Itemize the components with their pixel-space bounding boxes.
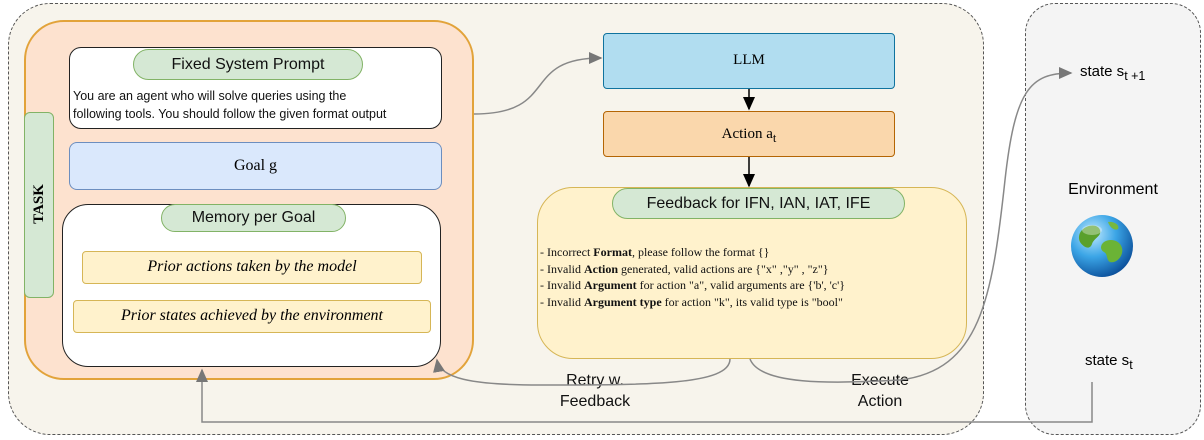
llm-box: LLM [603,33,895,89]
globe-icon [1071,215,1133,277]
memory-item-states: Prior states achieved by the environment [73,300,431,333]
feedback-line: - Invalid Action generated, valid action… [540,261,829,276]
memory-title: Memory per Goal [161,204,346,232]
prompt-to-llm-arrow [473,52,603,115]
next-state-label: state st +1 [1080,63,1146,83]
system-prompt-title: Fixed System Prompt [133,49,363,80]
memory-item-actions: Prior actions taken by the model [82,251,422,284]
task-tab [24,112,54,298]
action-label: Action a [721,126,773,142]
feedback-line: - Incorrect Format, please follow the fo… [540,245,770,259]
feedback-title: Feedback for IFN, IAN, IAT, IFE [612,188,905,219]
execute-action-arrow [749,67,1073,383]
action-subscript: t [772,131,777,145]
feedback-list: - Incorrect Format, please follow the fo… [540,244,965,310]
state-to-memory-arrow [196,368,1093,423]
feedback-line: - Invalid Argument type for action "k", … [540,294,843,309]
environment-title: Environment [1068,181,1158,198]
action-box: Action at [603,111,895,157]
system-prompt-line: You are an agent who will solve queries … [73,89,347,103]
goal-box: Goal g [69,142,442,190]
system-prompt-text: You are an agent who will solve queries … [73,87,443,127]
system-prompt-line: following tools. You should follow the g… [73,107,387,121]
feedback-line: - Invalid Argument for action "a", valid… [540,278,846,292]
retry-feedback-arrow [433,358,731,386]
current-state-label: state st [1085,352,1133,372]
